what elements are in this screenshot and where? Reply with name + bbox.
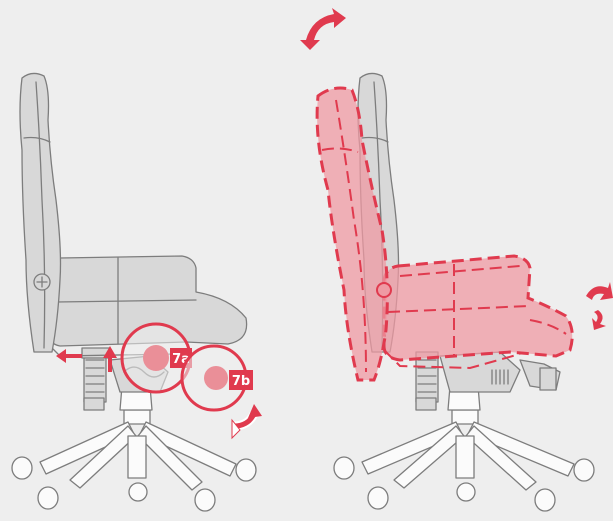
- callout-7b-label: 7b: [232, 374, 250, 389]
- left-chair: [12, 73, 256, 511]
- callout-7b: 7b: [182, 346, 253, 410]
- right-chair-mechanism: [416, 352, 560, 410]
- rotate-arrow-icon: [232, 404, 262, 438]
- tilt-arrow-icon: [586, 282, 613, 330]
- left-chair-backrest: [20, 73, 61, 352]
- right-chair-base: [334, 386, 594, 511]
- reclined-chair-highlight: [317, 88, 572, 380]
- rotate-arrow-icon: [300, 8, 346, 50]
